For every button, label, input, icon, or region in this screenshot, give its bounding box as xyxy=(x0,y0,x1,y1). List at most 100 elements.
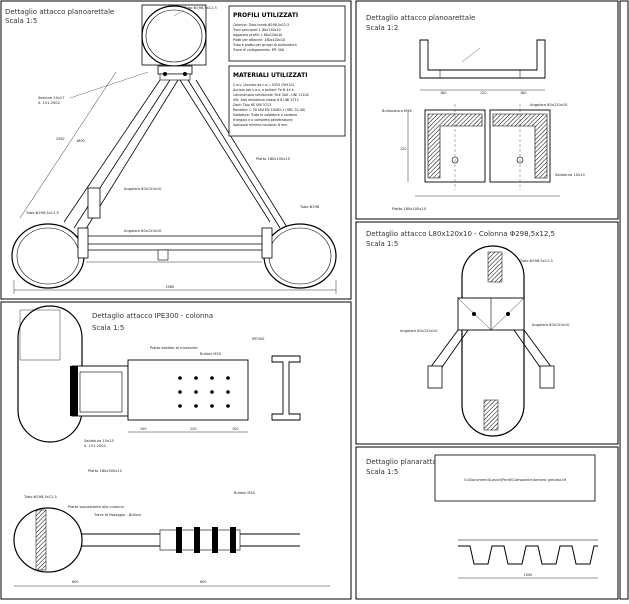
hatched-angle-left xyxy=(427,113,483,179)
svg-text:Aggancio profili: L 80x120x10: Aggancio profili: L 80x120x10 xyxy=(233,33,282,37)
svg-text:Tubo e piatto per gruppi di bu: Tubo e piatto per gruppi di bullonatura xyxy=(232,43,297,47)
diagonal-brace-right xyxy=(179,79,291,233)
panel-5-scale: Scala 1:5 xyxy=(366,468,398,476)
panel-4-title: Dettaglio attacco IPE300 - colonna xyxy=(92,312,213,320)
angle-legs xyxy=(429,329,553,371)
panel-1-scale: Scala 1:5 xyxy=(5,17,37,25)
svg-text:Spessore minimo cordone: 6 mm: Spessore minimo cordone: 6 mm xyxy=(233,123,288,127)
profili-title: PROFILI UTILIZZATI xyxy=(233,12,298,19)
panel-frame-4 xyxy=(0,301,352,600)
svg-text:d'angolo e a completa penetraz: d'angolo e a completa penetrazione xyxy=(233,118,292,122)
column-section-bottom xyxy=(13,507,83,573)
p4-label-piatto-b: Piatto 180x300x12 xyxy=(88,469,122,473)
p2-label-ang: Angolare 80x120x10 xyxy=(530,103,568,107)
p4-label-piatto: Piatto saldato al montante xyxy=(150,346,198,350)
label-sezione-left: Sezione 15x17 xyxy=(38,96,64,100)
bottom-beam xyxy=(75,235,272,251)
p4-label-bulloni-b: Bulloni M20 xyxy=(234,491,256,495)
dim-p4-w2: 220 xyxy=(190,427,196,431)
diagonal-brace-left xyxy=(63,79,179,233)
sheet-margin-strip xyxy=(619,0,629,600)
panel-frame-3 xyxy=(355,221,619,445)
dim-p5-w: 1000 xyxy=(524,573,533,577)
channel-section xyxy=(419,39,546,79)
dim-p2-w3: 180 xyxy=(520,91,526,95)
panel-frame-5 xyxy=(355,446,619,600)
label-tubo-right: Tubo Φ298 xyxy=(299,205,320,209)
image-reference-box xyxy=(434,454,596,502)
dim-p4-bottom: 600 xyxy=(72,580,78,584)
p4-label-piatto-sx: Piatto soprastante alla colonna xyxy=(68,505,124,509)
top-plate xyxy=(157,65,193,75)
dim-p4-w3: 100 xyxy=(232,427,238,431)
hatched-top xyxy=(487,251,503,283)
svg-text:Saldature: Tutte le saldature: Saldature: Tutte le saldature a cordone xyxy=(233,113,297,117)
p4-label-ipe: IPE300 xyxy=(252,337,265,341)
p3-label-ang-left: Angolare 80x120x10 xyxy=(400,329,438,333)
panel-2: Dettaglio attacco planoarettale Scala 1:… xyxy=(366,14,585,211)
svg-text:Dadi: Tipo 6S UNI 5713: Dadi: Tipo 6S UNI 5713 xyxy=(233,103,271,107)
p3-label-ang-right: Angolare 80x120x10 xyxy=(532,323,570,327)
svg-text:C.a.s. (Acciaio da c.a.): S355: C.a.s. (Acciaio da c.a.): S355 (Fe510) xyxy=(233,83,294,87)
column-vertical xyxy=(461,245,525,437)
dim-p4-w1: 100 xyxy=(140,427,146,431)
profili-box: PROFILI UTILIZZATI Colonne: Tubo tondo Φ… xyxy=(228,5,346,62)
p4-label-sald: Saldatura 15x15 xyxy=(84,439,114,443)
label-sezione-sub: S. 151-2002 xyxy=(38,101,60,105)
svg-text:Piatti per attacchi: 180x100x1: Piatti per attacchi: 180x100x10 xyxy=(233,38,285,42)
p2-label-bull: Bullonatura M16 xyxy=(382,109,412,113)
deck-profile xyxy=(458,545,598,565)
p2-label-piatto: Piatto 180x100x10 xyxy=(392,207,427,211)
panel-3-title: Dettaglio attacco L80x120x10 - Colonna Φ… xyxy=(366,230,555,238)
dim-p1-diag: 2082 xyxy=(56,137,65,141)
bolts-bottom xyxy=(176,527,236,553)
materiali-box: MATERIALI UTILIZZATI C.a.s. (Acciaio da … xyxy=(228,65,346,137)
panel-3: Dettaglio attacco L80x120x10 - Colonna Φ… xyxy=(366,230,570,437)
panel-2-title: Dettaglio attacco planoarettale xyxy=(366,14,475,22)
dim-p1-total: 2080 xyxy=(166,285,175,289)
p2-label-sald: Saldatura 10x10 xyxy=(555,173,585,177)
svg-text:Travi principali: L 80x120x10: Travi principali: L 80x120x10 xyxy=(232,28,281,32)
p4-label-tubo: Tubo Φ298,5x12,5 xyxy=(23,495,57,499)
label-piatto-right: Piatto 180x100x10 xyxy=(256,157,291,161)
dim-p4-bottom2: 600 xyxy=(200,580,206,584)
panel-1: Dettaglio attacco planoarettale Scala 1:… xyxy=(5,4,346,294)
label-tubo-top: Tubo Φ298,5x12,5 xyxy=(183,6,217,10)
p4-label-sald-sub: S. 151-2002 xyxy=(84,444,106,448)
column-bottom-right xyxy=(263,223,337,289)
svg-text:Calcestruzzo strutturale: Rck: Calcestruzzo strutturale: Rck 300 - UNI … xyxy=(233,93,309,97)
panel-frame-2 xyxy=(355,0,619,220)
dim-p2-w1: 180 xyxy=(440,91,446,95)
label-tubo-left: Tubo Φ298,5x12,5 xyxy=(25,211,59,215)
p4-label-trave: Trave di fissaggio - Bulloni xyxy=(93,513,141,517)
dim-p2-h: 120 xyxy=(400,147,406,151)
svg-text:Rondelle: C 50 UNI EN 10083-1: Rondelle: C 50 UNI EN 10083-1 (HRC 32-40… xyxy=(233,108,305,112)
panel-5-title: Dettaglio planarattalo xyxy=(366,458,443,466)
p5-image-path: G:\Documenti\Lavori\Ponti\Campanile\lami… xyxy=(464,478,567,482)
p3-label-tubo: Tubo Φ298,5x12,5 xyxy=(519,259,553,263)
dim-p2-w2: 120 xyxy=(480,91,486,95)
panel-4: Dettaglio attacco IPE300 - colonna Scala… xyxy=(13,305,330,587)
column-bottom-left xyxy=(11,223,85,289)
column-top xyxy=(141,5,207,67)
p4-label-bull: Bulloni M20 xyxy=(200,352,222,356)
label-angolare-bottom: Angolare 80x120x10 xyxy=(124,229,162,233)
label-angolare-mid: Angolare 80x120x10 xyxy=(124,187,162,191)
hatched-angle-right xyxy=(492,113,548,179)
panel-2-scale: Scala 1:2 xyxy=(366,24,398,32)
svg-text:Viti: Alta resistenza classe 8: Viti: Alta resistenza classe 8.8 UNI 571… xyxy=(233,98,299,102)
ipe-section xyxy=(271,355,301,421)
dim-p1-height: 1800 xyxy=(76,139,85,143)
materiali-title: MATERIALI UTILIZZATI xyxy=(233,72,307,79)
svg-text:Trave di collegamento: IPE 300: Trave di collegamento: IPE 300 xyxy=(232,48,284,52)
panel-5: Dettaglio planarattalo Scala 1:5 G:\Docu… xyxy=(366,454,598,579)
panel-1-title: Dettaglio attacco planoarettale xyxy=(5,8,114,16)
bolt-grid xyxy=(178,376,230,408)
hatched-bottom xyxy=(483,399,499,431)
svg-text:Acciaio per c.a.s. e bulloni:: Acciaio per c.a.s. e bulloni: Fe B 44 k xyxy=(233,88,294,92)
inner-bracket xyxy=(87,187,101,219)
ipe-plate xyxy=(127,359,249,421)
svg-text:Colonne: Tubo tondo Φ298,5x12,: Colonne: Tubo tondo Φ298,5x12,5 xyxy=(233,23,289,27)
